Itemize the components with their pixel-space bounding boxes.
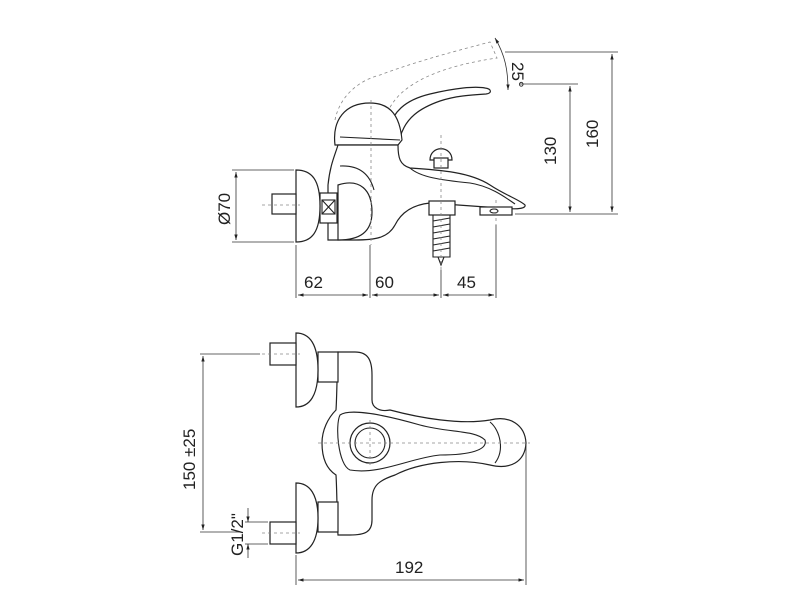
side-view: 25° 130 160 Ø70 62 60: [215, 37, 618, 298]
lever-top-outline: [337, 411, 486, 472]
offset-62-label: 62: [304, 273, 323, 292]
offset-60-label: 60: [375, 273, 394, 292]
body-top: [321, 351, 527, 536]
upper-flange: [295, 332, 319, 408]
top-view: 150 ±25 G1/2" 192: [180, 332, 530, 585]
dimension-lever-angle: 25°: [494, 37, 527, 91]
dimension-height-130: 130: [520, 83, 578, 212]
lever-angle-label: 25°: [508, 62, 527, 88]
height-130-label: 130: [541, 137, 560, 165]
dimension-total-depth: 192: [295, 445, 527, 585]
inlet-pipe: [271, 193, 297, 215]
cartridge-cap: [333, 102, 403, 146]
body-bulge: [337, 182, 373, 241]
dimension-horizontal-offsets: 62 60 45: [295, 225, 497, 298]
wall-flange: [295, 169, 321, 243]
body-spout: [327, 144, 526, 241]
offset-45-label: 45: [457, 273, 476, 292]
dimension-inlet-spacing: 150 ±25: [180, 353, 260, 533]
spout-line: [409, 167, 516, 205]
hose-thread: [432, 214, 451, 267]
lever-raised-outline: [334, 41, 498, 131]
dimension-flange-diameter: Ø70: [215, 169, 294, 243]
lower-nut: [317, 501, 339, 533]
body-line: [339, 165, 375, 191]
hose-connector-nut: [428, 200, 456, 216]
cap-line: [339, 136, 401, 141]
lever-tip-line: [489, 421, 501, 464]
upper-nut: [317, 351, 339, 383]
dimension-height-160: 160: [505, 51, 618, 215]
lower-flange: [295, 482, 319, 554]
dimension-thread: G1/2": [228, 508, 268, 558]
flange-diameter-label: Ø70: [215, 193, 234, 225]
inlet-spacing-label: 150 ±25: [180, 429, 199, 490]
lever: [387, 86, 491, 139]
height-160-label: 160: [583, 120, 602, 148]
thread-label: G1/2": [228, 513, 247, 556]
total-depth-label: 192: [395, 558, 423, 577]
